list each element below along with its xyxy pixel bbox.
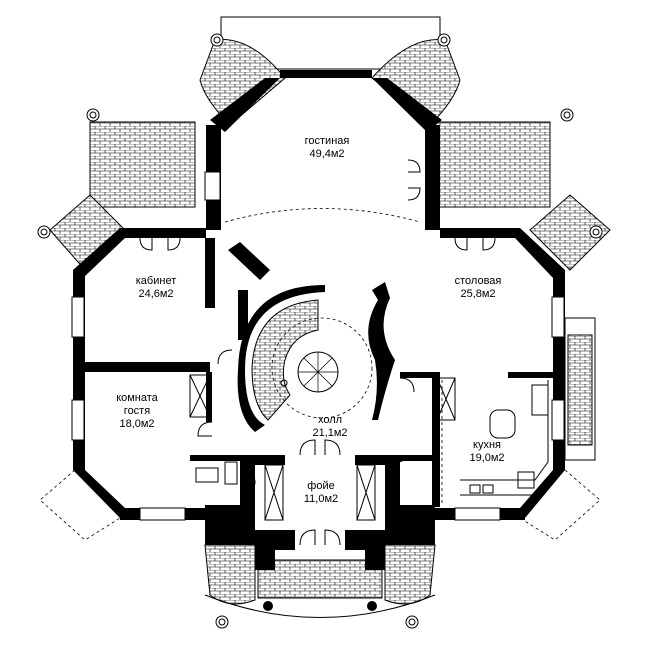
stair-right-diagonal (529, 194, 611, 271)
foyer-name: фойе (307, 480, 334, 492)
living-room-name: гостиная (305, 135, 350, 147)
foyer-area: 11,0м2 (304, 493, 338, 505)
hall-area: 21,1м2 (312, 427, 347, 439)
guest-room-area: 18,0м2 (119, 418, 154, 430)
patio-left (89, 121, 196, 208)
hall-name: холл (318, 414, 342, 426)
kitchen-area: 19,0м2 (469, 452, 504, 464)
stair-right-side (564, 317, 596, 461)
bay-right (519, 469, 601, 541)
office-name: кабинет (136, 275, 176, 287)
arch-living (224, 208, 421, 223)
guest-room-name-line2: гостя (124, 405, 150, 417)
living-room-area: 49,4м2 (309, 148, 344, 160)
patio-right (434, 121, 551, 208)
kitchen-name: кухня (473, 439, 501, 451)
bathroom-fixtures (195, 461, 256, 510)
bay-left (39, 469, 121, 541)
dining-name: столовая (455, 275, 502, 287)
closets (189, 374, 456, 521)
dining-area: 25,8м2 (460, 288, 495, 300)
guest-room-name-line1: комната (116, 392, 158, 404)
interior-walls (85, 238, 553, 510)
office-area: 24,6м2 (138, 288, 173, 300)
doors (139, 159, 496, 546)
kitchen-counters (460, 380, 557, 496)
windows (71, 171, 565, 521)
columns (37, 33, 603, 629)
front-porch (204, 544, 436, 618)
spiral-staircase (237, 285, 373, 432)
